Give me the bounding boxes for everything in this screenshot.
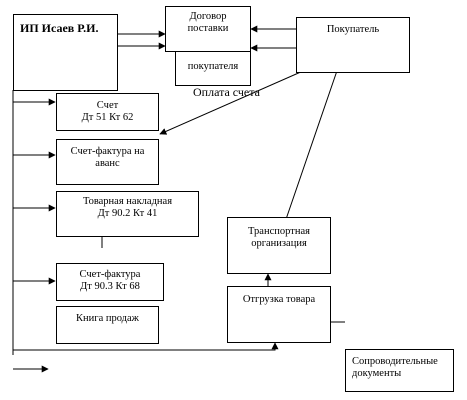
arrow-trunk-to-shipment [13, 342, 279, 351]
transport-line-2: организация [251, 238, 307, 249]
shipment-box: Отгрузка товара [227, 286, 331, 343]
contract-buyer-text: покупателя [187, 61, 239, 72]
docs-line-2: документы [352, 368, 402, 379]
documents-box: Сопроводительные документы [345, 349, 454, 392]
contract-line-1: Договор [189, 11, 227, 22]
transport-box: Транспортная организация [227, 217, 331, 274]
shipment-text: Отгрузка товара [242, 294, 316, 305]
sales-book-box: Книга продаж [56, 306, 159, 344]
taxinv-line-2: Дт 90.3 Кт 68 [80, 281, 140, 292]
salesbook-text: Книга продаж [76, 313, 139, 324]
invoice-box: Счет Дт 51 Кт 62 [56, 93, 159, 131]
arrow-transport-to-buyer [282, 61, 342, 229]
advance-line-2: аванс [95, 158, 120, 169]
transport-line-1: Транспортная [248, 226, 310, 237]
waybill-line-2: Дт 90.2 Кт 41 [97, 208, 158, 219]
invoice-line-1: Счет [96, 100, 119, 111]
payment-label: Оплата счета [193, 85, 260, 99]
taxinv-line-1: Счет-фактура [79, 269, 141, 280]
waybill-box: Товарная накладная Дт 90.2 Кт 41 [56, 191, 199, 237]
ip-name: ИП Исаев Р.И. [20, 21, 99, 35]
contract-buyer-box: покупателя [175, 51, 251, 86]
advance-line-1: Счет-фактура на [70, 146, 145, 157]
waybill-line-1: Товарная накладная [82, 196, 173, 207]
docs-line-1: Сопроводительные [352, 356, 438, 367]
ip-box: ИП Исаев Р.И. [13, 14, 118, 91]
contract-box: Договор поставки [165, 6, 251, 52]
contract-line-2: поставки [187, 23, 229, 34]
invoice-line-2: Дт 51 Кт 62 [81, 112, 134, 123]
buyer-box: Покупатель [296, 17, 410, 73]
advance-invoice-box: Счет-фактура на аванс [56, 139, 159, 185]
tax-invoice-box: Счет-фактура Дт 90.3 Кт 68 [56, 263, 164, 301]
buyer-text: Покупатель [326, 24, 380, 35]
